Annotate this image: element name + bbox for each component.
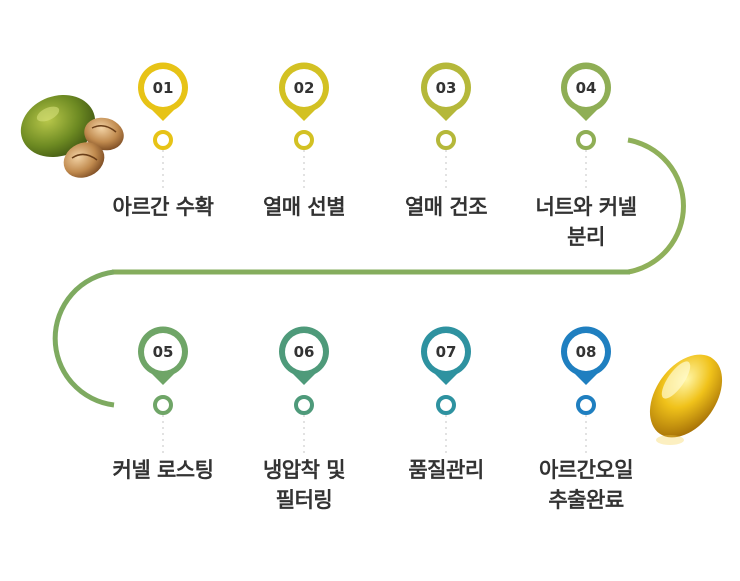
pin-inner-circle [567,69,605,107]
pin-inner-circle [427,333,465,371]
track-node [294,395,314,415]
track-node [153,130,173,150]
step-label-line: 추출완료 [548,488,624,512]
step-number: 07 [436,343,457,361]
step-label-03: 열매 건조 [371,192,521,222]
pin-inner-circle [285,333,323,371]
step-label-line: 열매 건조 [404,195,488,219]
step-pin-06: 06 [279,326,329,415]
step-pin-02: 02 [279,62,329,150]
step-number: 06 [294,343,315,361]
step-number: 08 [576,343,597,361]
step-number: 03 [436,79,457,97]
step-label-line: 필터링 [275,488,333,512]
step-label-02: 열매 선별 [229,192,379,222]
step-number: 01 [153,79,174,97]
step-label-line: 커넬 로스팅 [112,458,214,482]
step-pin-07: 07 [420,326,471,415]
step-label-line: 품질관리 [408,458,484,482]
step-label-01: 아르간 수확 [88,192,238,222]
step-label-05: 커넬 로스팅 [88,455,238,485]
pin-inner-circle [567,333,605,371]
argan-fruit-icon [20,94,124,178]
step-pin-08: 08 [561,326,611,415]
track-node [436,395,456,415]
pin-inner-circle [427,69,465,107]
track-left-curve [52,269,115,408]
pin-inner-circle [144,333,182,371]
step-number: 05 [153,343,174,361]
step-label-line: 아르간오일 [538,458,634,482]
step-pins: 01 02 03 04 05 06 07 08 [138,62,611,415]
step-label-line: 너트와 커넬 [535,195,637,219]
track-node [436,130,456,150]
track-node [153,395,173,415]
pin-inner-circle [285,69,323,107]
track-right-curve [627,137,686,275]
track-node [294,130,314,150]
step-label-line: 냉압착 및 [262,458,346,482]
step-number: 02 [294,79,315,97]
step-label-line: 아르간 수확 [112,195,214,219]
step-label-line: 분리 [567,225,605,249]
step-pin-04: 04 [561,62,611,150]
step-label-line: 열매 선별 [262,195,346,219]
step-label-07: 품질관리 [371,455,521,485]
step-pin-05: 05 [138,326,188,415]
step-pin-03: 03 [420,62,471,150]
step-pin-01: 01 [138,62,188,150]
oil-capsule-icon [649,354,723,445]
pin-inner-circle [144,69,182,107]
step-number: 04 [576,79,597,97]
connector-dashes [162,150,587,453]
track-node [576,395,596,415]
track-node [576,130,596,150]
